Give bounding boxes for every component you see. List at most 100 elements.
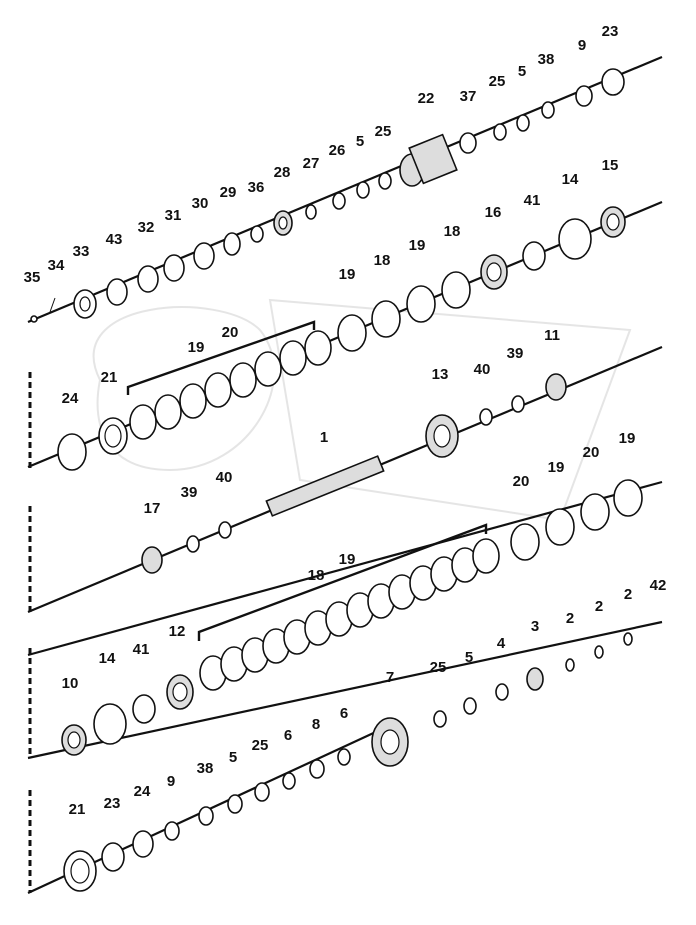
label-5: 5 (356, 133, 364, 150)
part-washer (356, 181, 370, 199)
part-seal (522, 241, 546, 271)
part-snap-ring (511, 395, 525, 413)
label-34: 34 (48, 257, 65, 274)
label-26: 26 (329, 142, 346, 159)
label-2: 2 (566, 610, 574, 627)
part-ring (106, 278, 128, 306)
part-washer (565, 658, 575, 672)
label-18: 18 (444, 223, 461, 240)
label-5: 5 (465, 649, 473, 666)
part-disc (441, 271, 471, 309)
label-4: 4 (497, 635, 506, 652)
label-2: 2 (595, 598, 603, 615)
label-25: 25 (252, 737, 269, 754)
label-14: 14 (562, 171, 579, 188)
label-13: 13 (432, 366, 449, 383)
label-41: 41 (133, 641, 150, 658)
part-ring (101, 842, 125, 872)
part-washer (378, 172, 392, 190)
label-40: 40 (216, 469, 233, 486)
label-15: 15 (602, 157, 619, 174)
label-2: 2 (624, 586, 632, 603)
part-washer (433, 710, 447, 728)
part-disc (613, 479, 643, 517)
part-gear-body (408, 133, 458, 185)
label-24: 24 (134, 783, 151, 800)
part-disc (154, 394, 182, 430)
part-shaft (265, 455, 385, 517)
bracket-row-5 (197, 523, 488, 641)
part-disc (510, 523, 540, 561)
label-24: 24 (62, 390, 79, 407)
part-washer (282, 772, 296, 790)
label-9: 9 (578, 37, 586, 54)
label-6: 6 (340, 705, 348, 722)
label-17: 17 (144, 500, 161, 517)
label-32: 32 (138, 219, 155, 236)
label-20: 20 (222, 324, 239, 341)
label-20: 20 (513, 473, 530, 490)
part-bearing (526, 667, 544, 691)
part-sleeve (459, 132, 477, 154)
label-25: 25 (489, 73, 506, 90)
part-disc (179, 383, 207, 419)
bracket-row-2 (126, 320, 316, 395)
axis-row-5 (27, 620, 663, 760)
label-16: 16 (485, 204, 502, 221)
label-14: 14 (99, 650, 116, 667)
part-ring (57, 433, 87, 471)
part-snap-ring (218, 521, 232, 539)
label-19: 19 (409, 237, 426, 254)
part-washer (493, 123, 507, 141)
label-33: 33 (73, 243, 90, 260)
part-snap-ring (186, 535, 200, 553)
label-31: 31 (165, 207, 182, 224)
part-seal (558, 218, 592, 260)
part-washer (198, 806, 214, 826)
row-6-parts (63, 748, 351, 892)
label-39: 39 (507, 345, 524, 362)
label-36: 36 (248, 179, 265, 196)
part-washer (516, 114, 530, 132)
label-12: 12 (169, 623, 186, 640)
part-disc (472, 538, 500, 574)
label-39: 39 (181, 484, 198, 501)
part-washer (305, 204, 317, 220)
part-seal (132, 694, 156, 724)
label-25: 25 (430, 659, 447, 676)
part-spring (545, 373, 567, 401)
label-23: 23 (104, 795, 121, 812)
part-washer (541, 101, 555, 119)
part-disc (254, 351, 282, 387)
part-washer (164, 821, 180, 841)
row-2-parts (57, 206, 626, 471)
row-4-parts (510, 479, 643, 561)
part-washer (337, 748, 351, 766)
label-1: 1 (320, 429, 328, 446)
label-11: 11 (544, 327, 560, 344)
axis-row-1 (27, 55, 663, 324)
label-18: 18 (308, 567, 325, 584)
part-disc (580, 493, 610, 531)
row-1-parts (30, 68, 625, 323)
part-ring (132, 830, 154, 858)
label-18: 18 (374, 252, 391, 269)
part-pin-stem (49, 297, 56, 313)
part-disc (129, 404, 157, 440)
part-washer (463, 697, 477, 715)
label-23: 23 (602, 23, 619, 40)
label-19: 19 (339, 551, 356, 568)
part-disc (279, 340, 307, 376)
part-disc (545, 508, 575, 546)
part-seal (93, 703, 127, 745)
part-ring (163, 254, 185, 282)
label-19: 19 (548, 459, 565, 476)
part-snap-ring (479, 408, 493, 426)
label-37: 37 (460, 88, 477, 105)
label-20: 20 (583, 444, 600, 461)
label-7: 7 (386, 669, 394, 686)
label-41: 41 (524, 192, 541, 209)
label-19: 19 (339, 266, 356, 283)
label-5: 5 (518, 63, 526, 80)
